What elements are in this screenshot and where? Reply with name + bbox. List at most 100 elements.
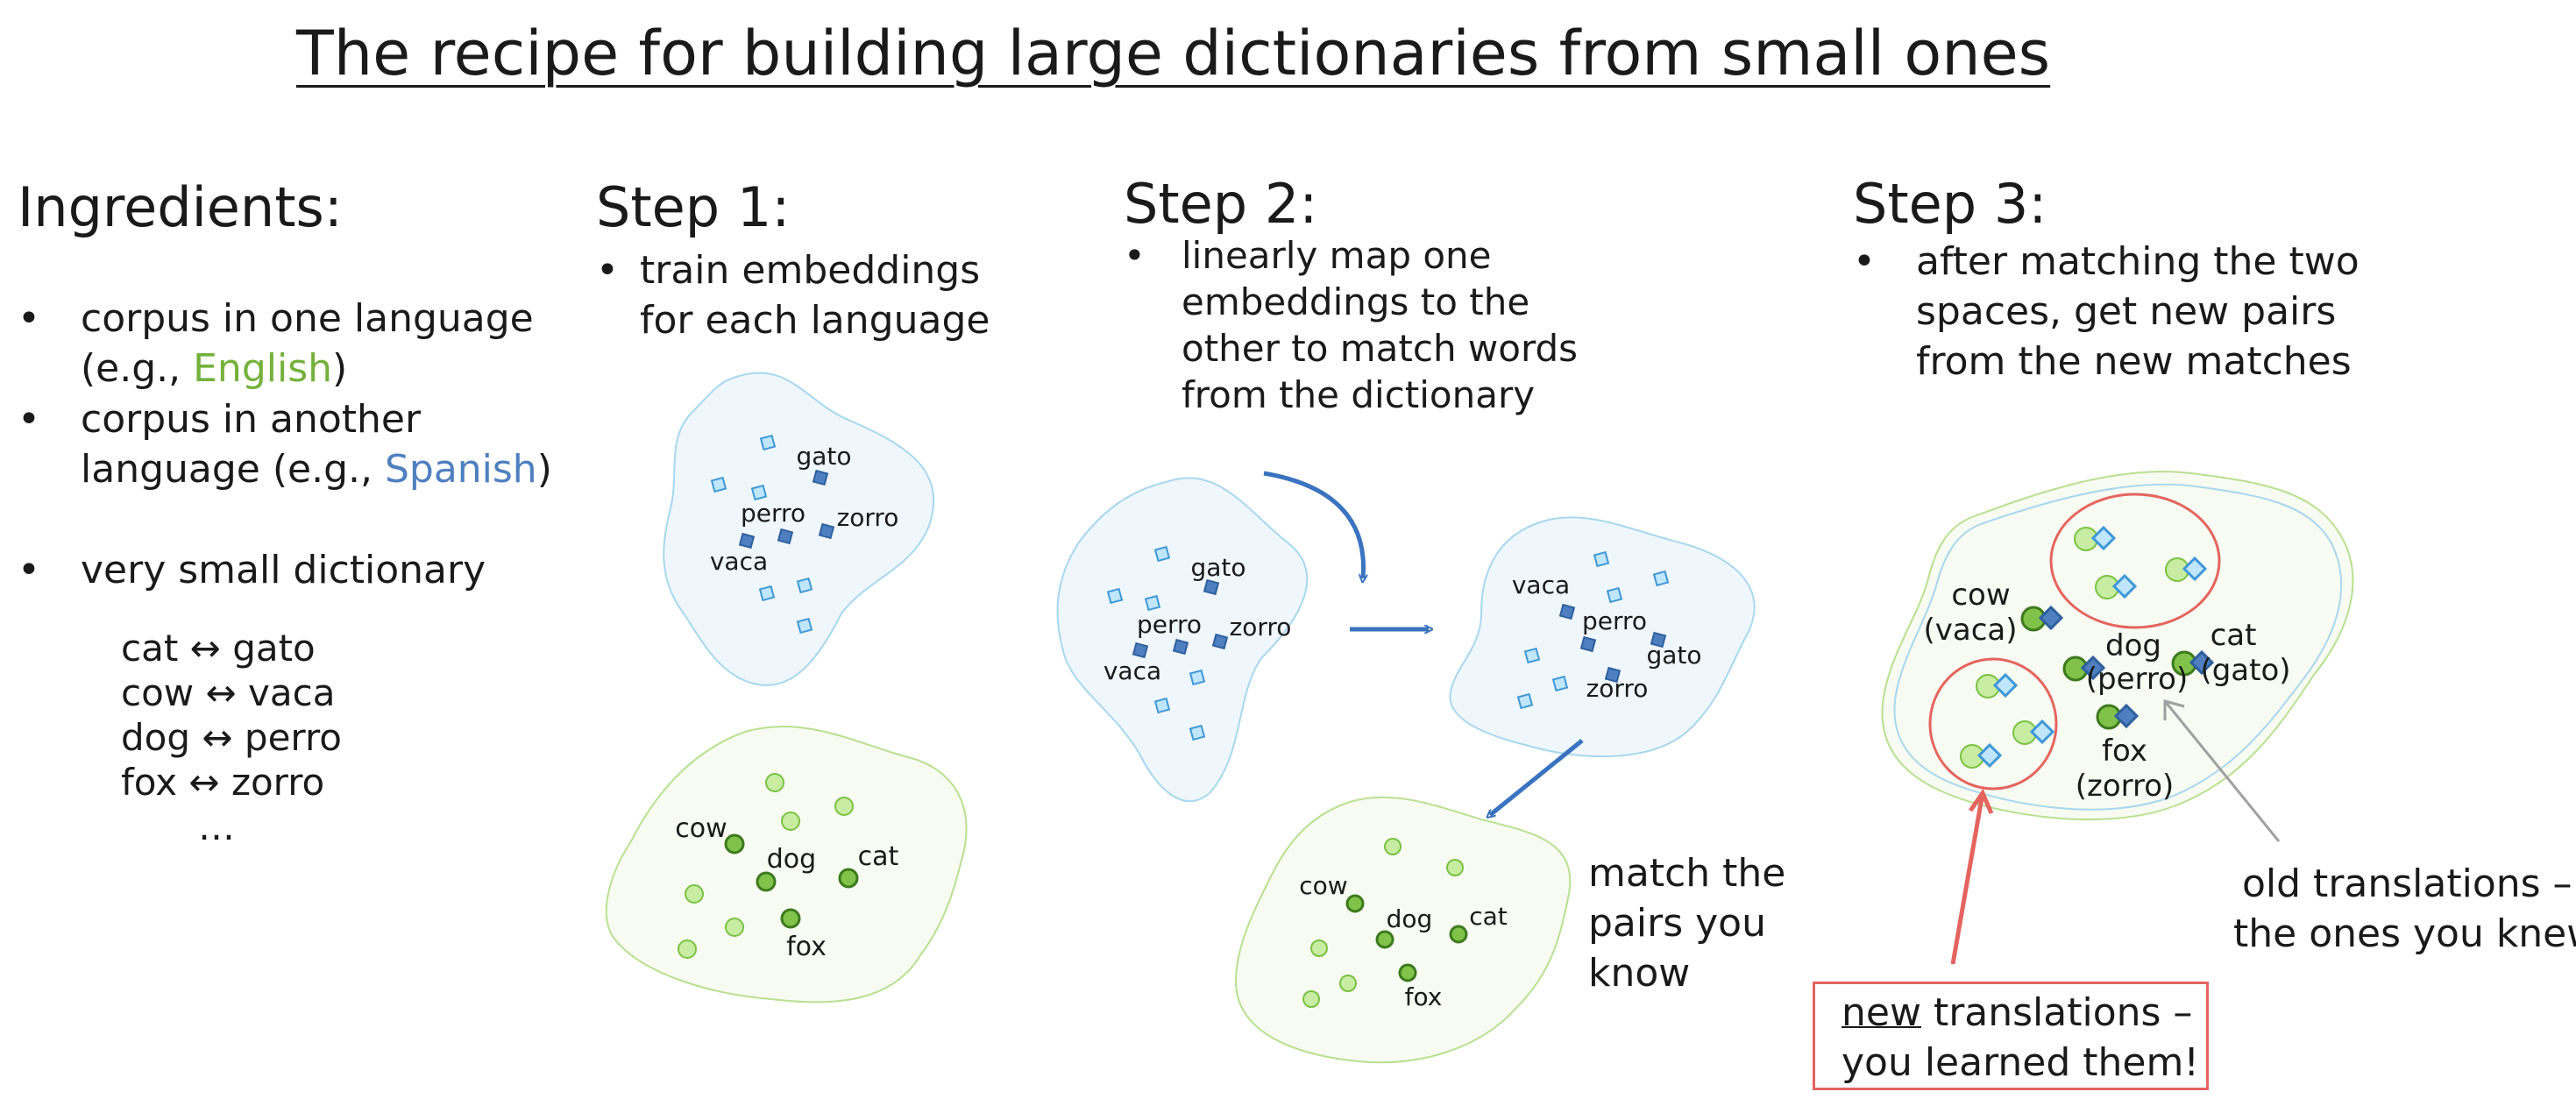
spanish-word-diamond [796,617,813,635]
new-word: new [1842,990,1921,1035]
slide-title: The recipe for building large dictionari… [296,18,2051,89]
word-label-fox: fox [786,932,827,962]
dictionary-spanish-diamond [738,532,756,549]
spanish-word-diamond [1516,692,1534,710]
word-label-fox_zorro: (zorro) [2076,769,2175,804]
step1-heading: Step 1: [596,175,791,239]
known-match-spanish-diamond [2189,649,2215,676]
step2-side-note: match the pairs you know [1588,848,1785,998]
new-match-spanish-diamond [2090,525,2117,551]
known-match-spanish-diamond [2038,605,2064,631]
new-note-line-2: you learned them! [1842,1040,2199,1085]
bullet-dot: • [1853,239,1876,284]
spanish-word-diamond [1144,594,1161,612]
new-pointer-head [1968,788,1994,814]
dictionary-english-dot [756,871,777,892]
english-word-dot [1302,990,1320,1008]
dictionary-spanish-diamond [1132,642,1149,659]
word-label-dog: dog [767,844,816,875]
new-match-spanish-diamond [1976,742,2003,769]
ingredient-bullet-3: • very small dictionary [18,545,561,595]
step1-line-1: train embeddings [640,248,981,293]
new-match-spanish-diamond [2182,556,2208,582]
new-translation-pointer [1950,792,1985,965]
spanish-word-diamond [1551,675,1569,692]
spanish-word-diamond [796,577,813,594]
old-translations-note: old translations – the ones you knew [2233,859,2576,959]
known-match-spanish-diamond [2113,703,2140,729]
word-label-zorro: zorro [1230,613,1292,642]
word-label-perro: perro [1582,606,1647,635]
word-label-dog_perro: (perro) [2086,662,2188,697]
word-label-dog: dog [1387,904,1433,933]
new-note-rest: translations – [1920,990,2193,1035]
merged-english-cloud [1881,471,2354,821]
step1-bullet: • train embeddings for each language [596,245,1087,345]
spanish-word-diamond [759,434,777,451]
bullet-dot: • [18,397,40,442]
step1-line-2: for each language [640,298,990,343]
down-arrow [1490,739,1584,815]
spanish-word-diamond [1189,669,1206,686]
new-translations-box: new translations – you learned them! [1813,982,2209,1090]
small-dictionary: cat ↔ gato cow ↔ vaca dog ↔ perro fox ↔ … [121,626,342,849]
spanish-word-diamond [710,476,727,493]
step3-heading: Step 3: [1853,172,2047,236]
ingredient-1-line-1: corpus in one language [81,296,534,341]
bullet-dot: • [1124,234,1146,277]
ingredient-bullet-2: • corpus in another language (e.g., Span… [18,394,561,494]
dictionary-english-dot [1345,894,1365,913]
merged-spanish-cloud [1893,483,2343,811]
dictionary-spanish-diamond [1558,603,1576,620]
old-note-line: the ones you knew [2233,911,2576,956]
word-label-cat_gato: (gato) [2200,653,2290,688]
bullet-dot: • [18,296,40,341]
old-note-line: old translations – [2242,861,2572,906]
dictionary-spanish-diamond [1650,631,1667,649]
spanish-word-diamond [1153,697,1171,714]
known-match-spanish-diamond [2080,655,2106,681]
word-label-cow: cow [1951,578,2010,613]
spanish-word-diamond [1606,586,1623,604]
step2-line-4: from the dictionary [1182,373,1536,416]
word-label-dog: dog [2105,628,2161,663]
step2-line-1: linearly map one [1182,234,1492,277]
ingredient-3-text: very small dictionary [81,548,486,592]
step2-line-3: other to match words [1182,327,1579,370]
word-label-cat: cat [1469,902,1508,931]
english-word-dot [1339,975,1357,992]
old-translation-pointer [2163,700,2281,842]
spanish-word-diamond [1106,587,1124,605]
spanish-word-diamond [758,585,776,602]
english-word-dot [765,773,784,792]
english-word-dot [725,918,744,937]
bullet-dot: • [18,548,40,592]
word-label-vaca: vaca [1512,571,1570,599]
curved-mapping-arrow [1263,471,1364,578]
side-note-line: pairs you [1588,901,1766,946]
spanish-word-diamond [1523,647,1541,664]
step3-line-1: after matching the two [1916,239,2360,284]
dictionary-ellipsis: … [198,805,235,848]
new-note-line-1: new translations – [1842,988,2206,1038]
new-match-spanish-diamond [1992,672,2019,698]
english-word-dot [1310,939,1328,957]
dictionary-spanish-diamond [1203,578,1220,596]
ingredient-bullet-1: • corpus in one language (e.g., English) [18,294,561,393]
bullet-dot: • [596,248,619,293]
step2-bullet: • linearly map one embeddings to the oth… [1124,232,1614,418]
dictionary-english-dot [1449,925,1468,944]
dictionary-spanish-diamond [777,528,794,545]
english-embedding-cloud [605,726,968,1003]
spanish-word-diamond [750,484,768,501]
word-label-cow: cow [1299,871,1347,900]
word-label-cow: cow [675,813,727,844]
dictionary-entry: cat ↔ gato [121,627,316,670]
spanish-word-diamond [1153,545,1171,563]
word-label-gato: gato [796,442,851,471]
english-word-dot [834,797,854,816]
word-label-zorro: zorro [837,503,899,532]
step2-line-2: embeddings to the [1182,280,1530,323]
